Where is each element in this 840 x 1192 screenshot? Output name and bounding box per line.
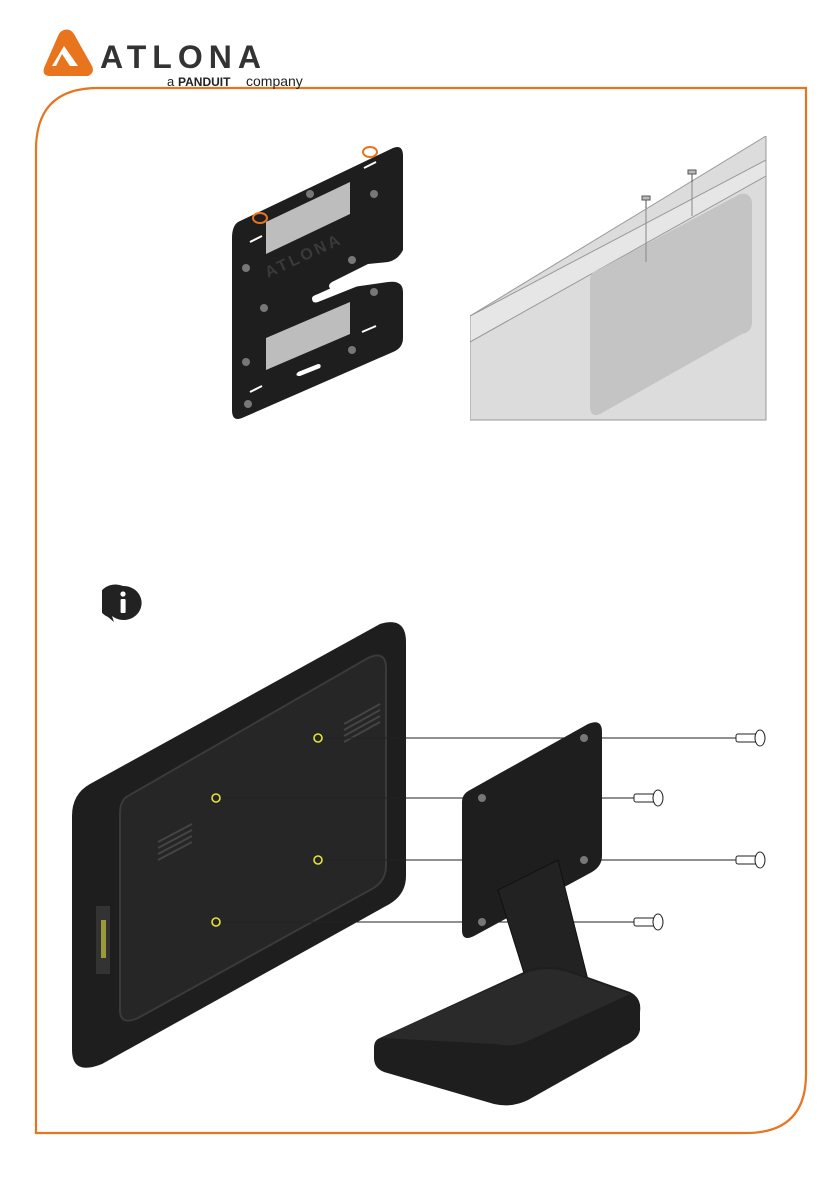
- panel-stand-assembly-figure: [68, 620, 778, 1120]
- wall-install-figure: [470, 136, 770, 422]
- tagline-suffix: company: [246, 73, 303, 89]
- screws: [634, 730, 765, 930]
- atlona-logo: ATLONA a PANDUIT company: [34, 26, 334, 90]
- brand-name: ATLONA: [100, 39, 267, 75]
- atlona-logo-icon: ATLONA a PANDUIT company: [34, 26, 334, 90]
- tagline-brand: PANDUIT: [178, 75, 231, 89]
- highlight-hole-right: [363, 147, 377, 157]
- info-icon: [102, 584, 144, 624]
- tagline-prefix: a: [167, 74, 175, 89]
- plate-body: [232, 147, 403, 419]
- wall-mount-plate-figure: ATLONA: [228, 142, 408, 422]
- panel-connector-port: [101, 920, 106, 958]
